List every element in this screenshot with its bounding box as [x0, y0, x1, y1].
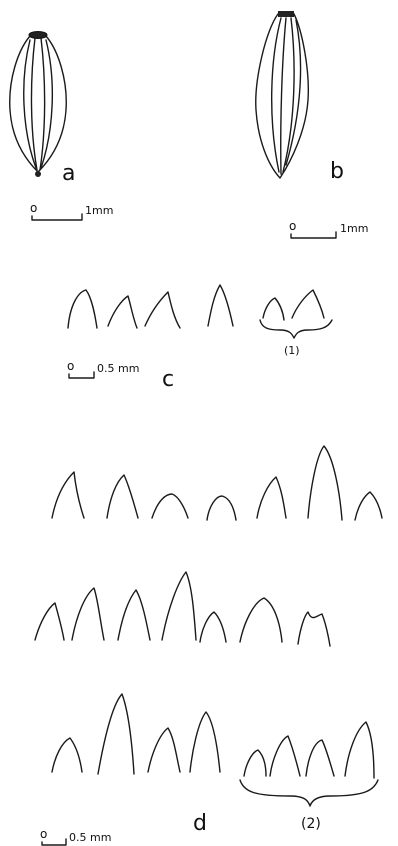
scale-d-5 [256, 476, 287, 519]
scale-c-5 [262, 297, 285, 321]
scale-d-1 [51, 471, 85, 519]
scale-c-2 [107, 295, 138, 329]
scales-d-row-3 [51, 693, 379, 807]
scale-d-21 [305, 739, 335, 777]
scale-d-3 [151, 493, 189, 519]
scale-bar-c: o 0.5 mm [67, 359, 139, 379]
scale-d-22 [344, 721, 375, 779]
scale-d-11 [161, 571, 197, 641]
scale-d-18 [189, 711, 221, 773]
scale-d-17 [147, 727, 181, 773]
scale-bar-a: o 1mm [30, 201, 113, 221]
scale-bar-b-unit: 1mm [340, 222, 368, 235]
scales-d-row-2 [34, 571, 331, 647]
scale-bar-d-zero: o [40, 827, 47, 841]
scale-d-20 [269, 735, 301, 777]
scale-d-4 [206, 495, 237, 521]
scale-d-10 [117, 589, 151, 641]
scale-d-9 [71, 587, 105, 641]
scale-d-19 [243, 749, 267, 777]
fruit-b-illustration [255, 11, 310, 179]
scale-bar-b: o 1mm [289, 219, 368, 239]
scale-bar-b-zero: o [289, 219, 296, 233]
scale-d-14 [297, 611, 331, 647]
group-bracket-d [239, 779, 379, 807]
scale-c-4 [207, 284, 234, 327]
group-bracket-c [259, 319, 333, 339]
scales-d-row-1 [51, 445, 383, 521]
scale-d-15 [51, 737, 83, 773]
scale-bar-a-zero: o [30, 201, 37, 215]
scale-bar-c-unit: 0.5 mm [97, 362, 139, 375]
scale-d-2 [106, 474, 139, 519]
scale-d-13 [239, 597, 283, 643]
group-label-c: (1) [284, 344, 300, 357]
scale-d-7 [354, 491, 383, 521]
panel-label-d: d [193, 811, 207, 836]
scale-bar-c-zero: o [67, 359, 74, 373]
panel-label-a: a [62, 161, 75, 186]
scale-bar-a-unit: 1mm [85, 204, 113, 217]
scale-c-6 [291, 289, 325, 319]
scale-d-12 [199, 611, 227, 643]
scale-bar-d-unit: 0.5 mm [69, 831, 111, 844]
fruit-a-illustration [9, 31, 67, 177]
group-label-d: (2) [301, 816, 321, 832]
scale-c-1 [67, 289, 98, 329]
scale-bar-d: o 0.5 mm [40, 827, 111, 846]
scale-d-16 [97, 693, 135, 775]
scale-c-3 [144, 291, 181, 329]
scale-d-8 [34, 602, 65, 641]
scale-d-6 [307, 445, 343, 521]
scales-c [67, 284, 333, 339]
panel-label-c: c [162, 367, 174, 392]
panel-label-b: b [330, 159, 344, 184]
